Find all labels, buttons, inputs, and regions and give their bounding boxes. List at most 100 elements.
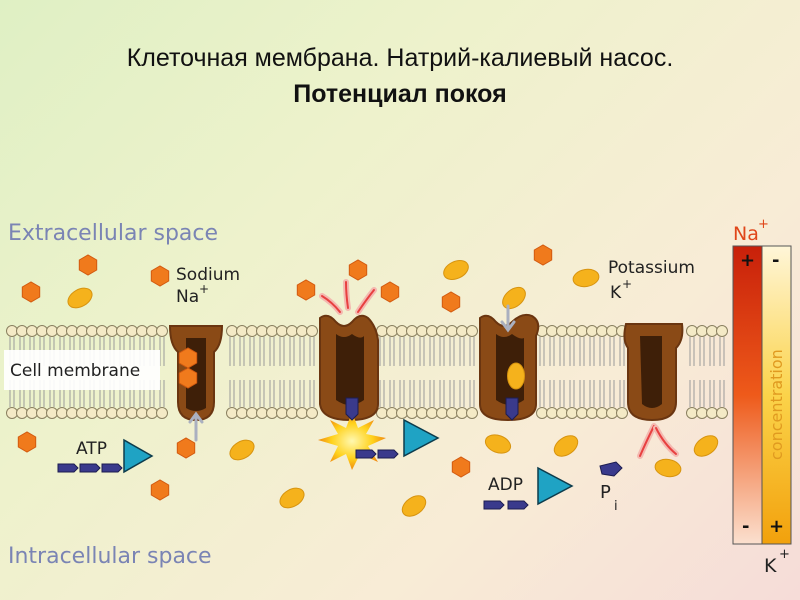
lipid-head xyxy=(407,326,418,337)
inorganic-phosphate xyxy=(600,462,622,476)
transport-arrows xyxy=(190,282,676,456)
lipid-tail xyxy=(400,337,404,366)
lipid-head xyxy=(457,408,468,419)
sodium-ion xyxy=(297,280,314,300)
lipid-tail xyxy=(450,337,454,366)
lipid-head xyxy=(447,326,458,337)
lipid-tail xyxy=(580,380,584,407)
lipid-tail xyxy=(470,380,474,407)
lipid-tail xyxy=(240,380,244,407)
lipid-tail xyxy=(250,380,254,407)
lipid-head xyxy=(547,408,558,419)
lipid-head xyxy=(587,408,598,419)
lipid-tail xyxy=(550,337,554,366)
lipid-head xyxy=(107,326,118,337)
intracellular-space-label: Intracellular space xyxy=(8,544,212,569)
lipid-head xyxy=(157,326,168,337)
lipid-head xyxy=(87,326,98,337)
lipid-tail xyxy=(560,337,564,366)
sodium-ion xyxy=(179,368,196,388)
pi-subscript: i xyxy=(614,499,618,514)
lipid-tail xyxy=(570,380,574,407)
lipid-tail xyxy=(720,337,724,366)
na-gradient-charge: + xyxy=(758,217,769,232)
na-top-sign: + xyxy=(740,250,755,271)
lipid-head xyxy=(237,326,248,337)
lipid-tail xyxy=(560,380,564,407)
lipid-tail xyxy=(710,337,714,366)
lipid-tail xyxy=(410,337,414,366)
lipid-tail xyxy=(550,380,554,407)
lipid-tail xyxy=(440,380,444,407)
lipid-head xyxy=(697,408,708,419)
lipid-head xyxy=(147,326,158,337)
sodium-ion xyxy=(79,255,96,275)
lipid-head xyxy=(257,408,268,419)
potassium-charge: + xyxy=(622,277,632,291)
lipid-head xyxy=(707,408,718,419)
lipid-tail xyxy=(280,337,284,366)
lipid-head xyxy=(597,326,608,337)
sodium-ion xyxy=(151,480,168,500)
lipid-head xyxy=(537,408,548,419)
lipid-tail xyxy=(590,337,594,366)
lipid-tail xyxy=(600,380,604,407)
lipid-head xyxy=(387,326,398,337)
lipid-head xyxy=(697,326,708,337)
lipid-tail xyxy=(710,380,714,407)
adp-phosphate xyxy=(378,450,398,458)
adp-phosphate xyxy=(356,450,376,458)
atp-phosphate xyxy=(58,464,78,472)
lipid-tail xyxy=(450,380,454,407)
lipid-head xyxy=(557,326,568,337)
lipid-tail xyxy=(620,337,624,366)
potassium-ion xyxy=(276,484,307,512)
lipid-tail xyxy=(380,380,384,407)
potassium-ion xyxy=(398,492,429,521)
lipid-tail xyxy=(430,337,434,366)
lipid-head xyxy=(7,326,18,337)
sodium-ion xyxy=(349,260,366,280)
pump-4 xyxy=(624,324,682,420)
atp-label: ATP xyxy=(76,439,107,459)
lipid-head xyxy=(397,326,408,337)
lipid-head xyxy=(37,326,48,337)
lipid-head xyxy=(417,326,428,337)
atp-phosphate xyxy=(102,464,122,472)
lipid-tail xyxy=(420,337,424,366)
sodium-ion xyxy=(177,438,194,458)
lipid-tail xyxy=(290,380,294,407)
potassium-ion xyxy=(441,257,472,283)
lipid-tail xyxy=(310,380,314,407)
potassium-ion xyxy=(654,457,683,478)
k-gradient-charge: + xyxy=(779,547,790,562)
lipid-tail xyxy=(260,380,264,407)
lipid-head xyxy=(567,326,578,337)
lipid-head xyxy=(7,408,18,419)
lipid-tail xyxy=(690,380,694,407)
sodium-ion xyxy=(442,292,459,312)
lipid-head xyxy=(457,326,468,337)
adp-phosphate xyxy=(508,501,528,509)
lipid-tail xyxy=(590,380,594,407)
lipid-tail xyxy=(420,380,424,407)
lipid-tail xyxy=(470,337,474,366)
lipid-tail xyxy=(430,380,434,407)
lipid-tail xyxy=(410,380,414,407)
lipid-head xyxy=(247,326,258,337)
lipid-head xyxy=(307,408,318,419)
sodium-ion xyxy=(381,282,398,302)
lipid-head xyxy=(577,408,588,419)
lipid-head xyxy=(107,408,118,419)
lipid-head xyxy=(467,408,478,419)
lipid-head xyxy=(427,326,438,337)
lipid-head xyxy=(117,408,128,419)
sodium-ion xyxy=(18,432,35,452)
lipid-head xyxy=(427,408,438,419)
sodium-symbol: Na xyxy=(176,287,199,307)
lipid-head xyxy=(437,326,448,337)
potassium-ion xyxy=(508,363,525,389)
adp-label: ADP xyxy=(488,475,523,495)
potassium-ion xyxy=(64,284,95,312)
lipid-head xyxy=(607,326,618,337)
